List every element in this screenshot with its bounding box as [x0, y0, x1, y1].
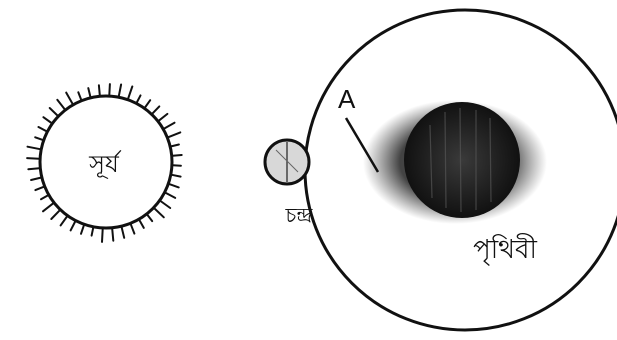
- sun-ray: [41, 195, 48, 199]
- sun-ray: [71, 222, 76, 231]
- sun-ray: [172, 175, 181, 177]
- moon-label: চন্দ্র: [285, 203, 314, 227]
- sun-ray: [128, 87, 132, 99]
- sun-ray: [137, 95, 141, 102]
- sun-ray: [166, 193, 176, 198]
- sun-ray: [122, 227, 125, 238]
- sun-ray: [131, 224, 135, 233]
- sun-ray: [161, 201, 171, 208]
- sun-ray: [27, 158, 39, 159]
- sun-ray: [28, 147, 41, 150]
- sun-ray: [171, 145, 179, 147]
- sun-ray: [39, 127, 47, 131]
- sun-ray: [28, 168, 39, 169]
- sun-ray: [35, 187, 43, 190]
- sun-ray: [112, 229, 113, 241]
- sun-ray: [154, 208, 163, 217]
- sun-ray: [119, 85, 121, 97]
- sun-ray: [169, 184, 178, 187]
- sun-ray: [43, 203, 53, 211]
- sun-ray: [168, 132, 180, 137]
- sun: সূর্য: [27, 84, 182, 242]
- sun-ray: [99, 85, 100, 95]
- sun-ray: [50, 108, 58, 116]
- sun-ray: [92, 228, 94, 236]
- sun-ray: [173, 155, 182, 156]
- sun-ray: [81, 225, 84, 234]
- sun-ray: [35, 137, 43, 140]
- sun-ray: [139, 220, 143, 228]
- sun-ray: [66, 93, 72, 104]
- sun-ray: [57, 100, 64, 109]
- sun-ray: [78, 92, 81, 99]
- earth: পৃথিবী: [363, 100, 547, 265]
- sun-label: সূর্য: [88, 149, 122, 178]
- sun-ray: [147, 215, 152, 221]
- sun-ray: [31, 178, 41, 180]
- sun-ray: [43, 117, 51, 123]
- sun-ray: [164, 123, 174, 129]
- pointer-label: A: [338, 84, 356, 114]
- sun-ray: [145, 100, 150, 107]
- sun-ray: [51, 210, 59, 219]
- sun-ray: [61, 217, 67, 226]
- sun-ray: [109, 84, 110, 95]
- earth-label: পৃথিবী: [473, 233, 537, 265]
- sun-ray: [159, 114, 168, 121]
- sun-ray: [152, 106, 159, 113]
- sun-ray: [102, 229, 103, 242]
- earth-body: [404, 102, 520, 218]
- sun-ray: [88, 88, 90, 97]
